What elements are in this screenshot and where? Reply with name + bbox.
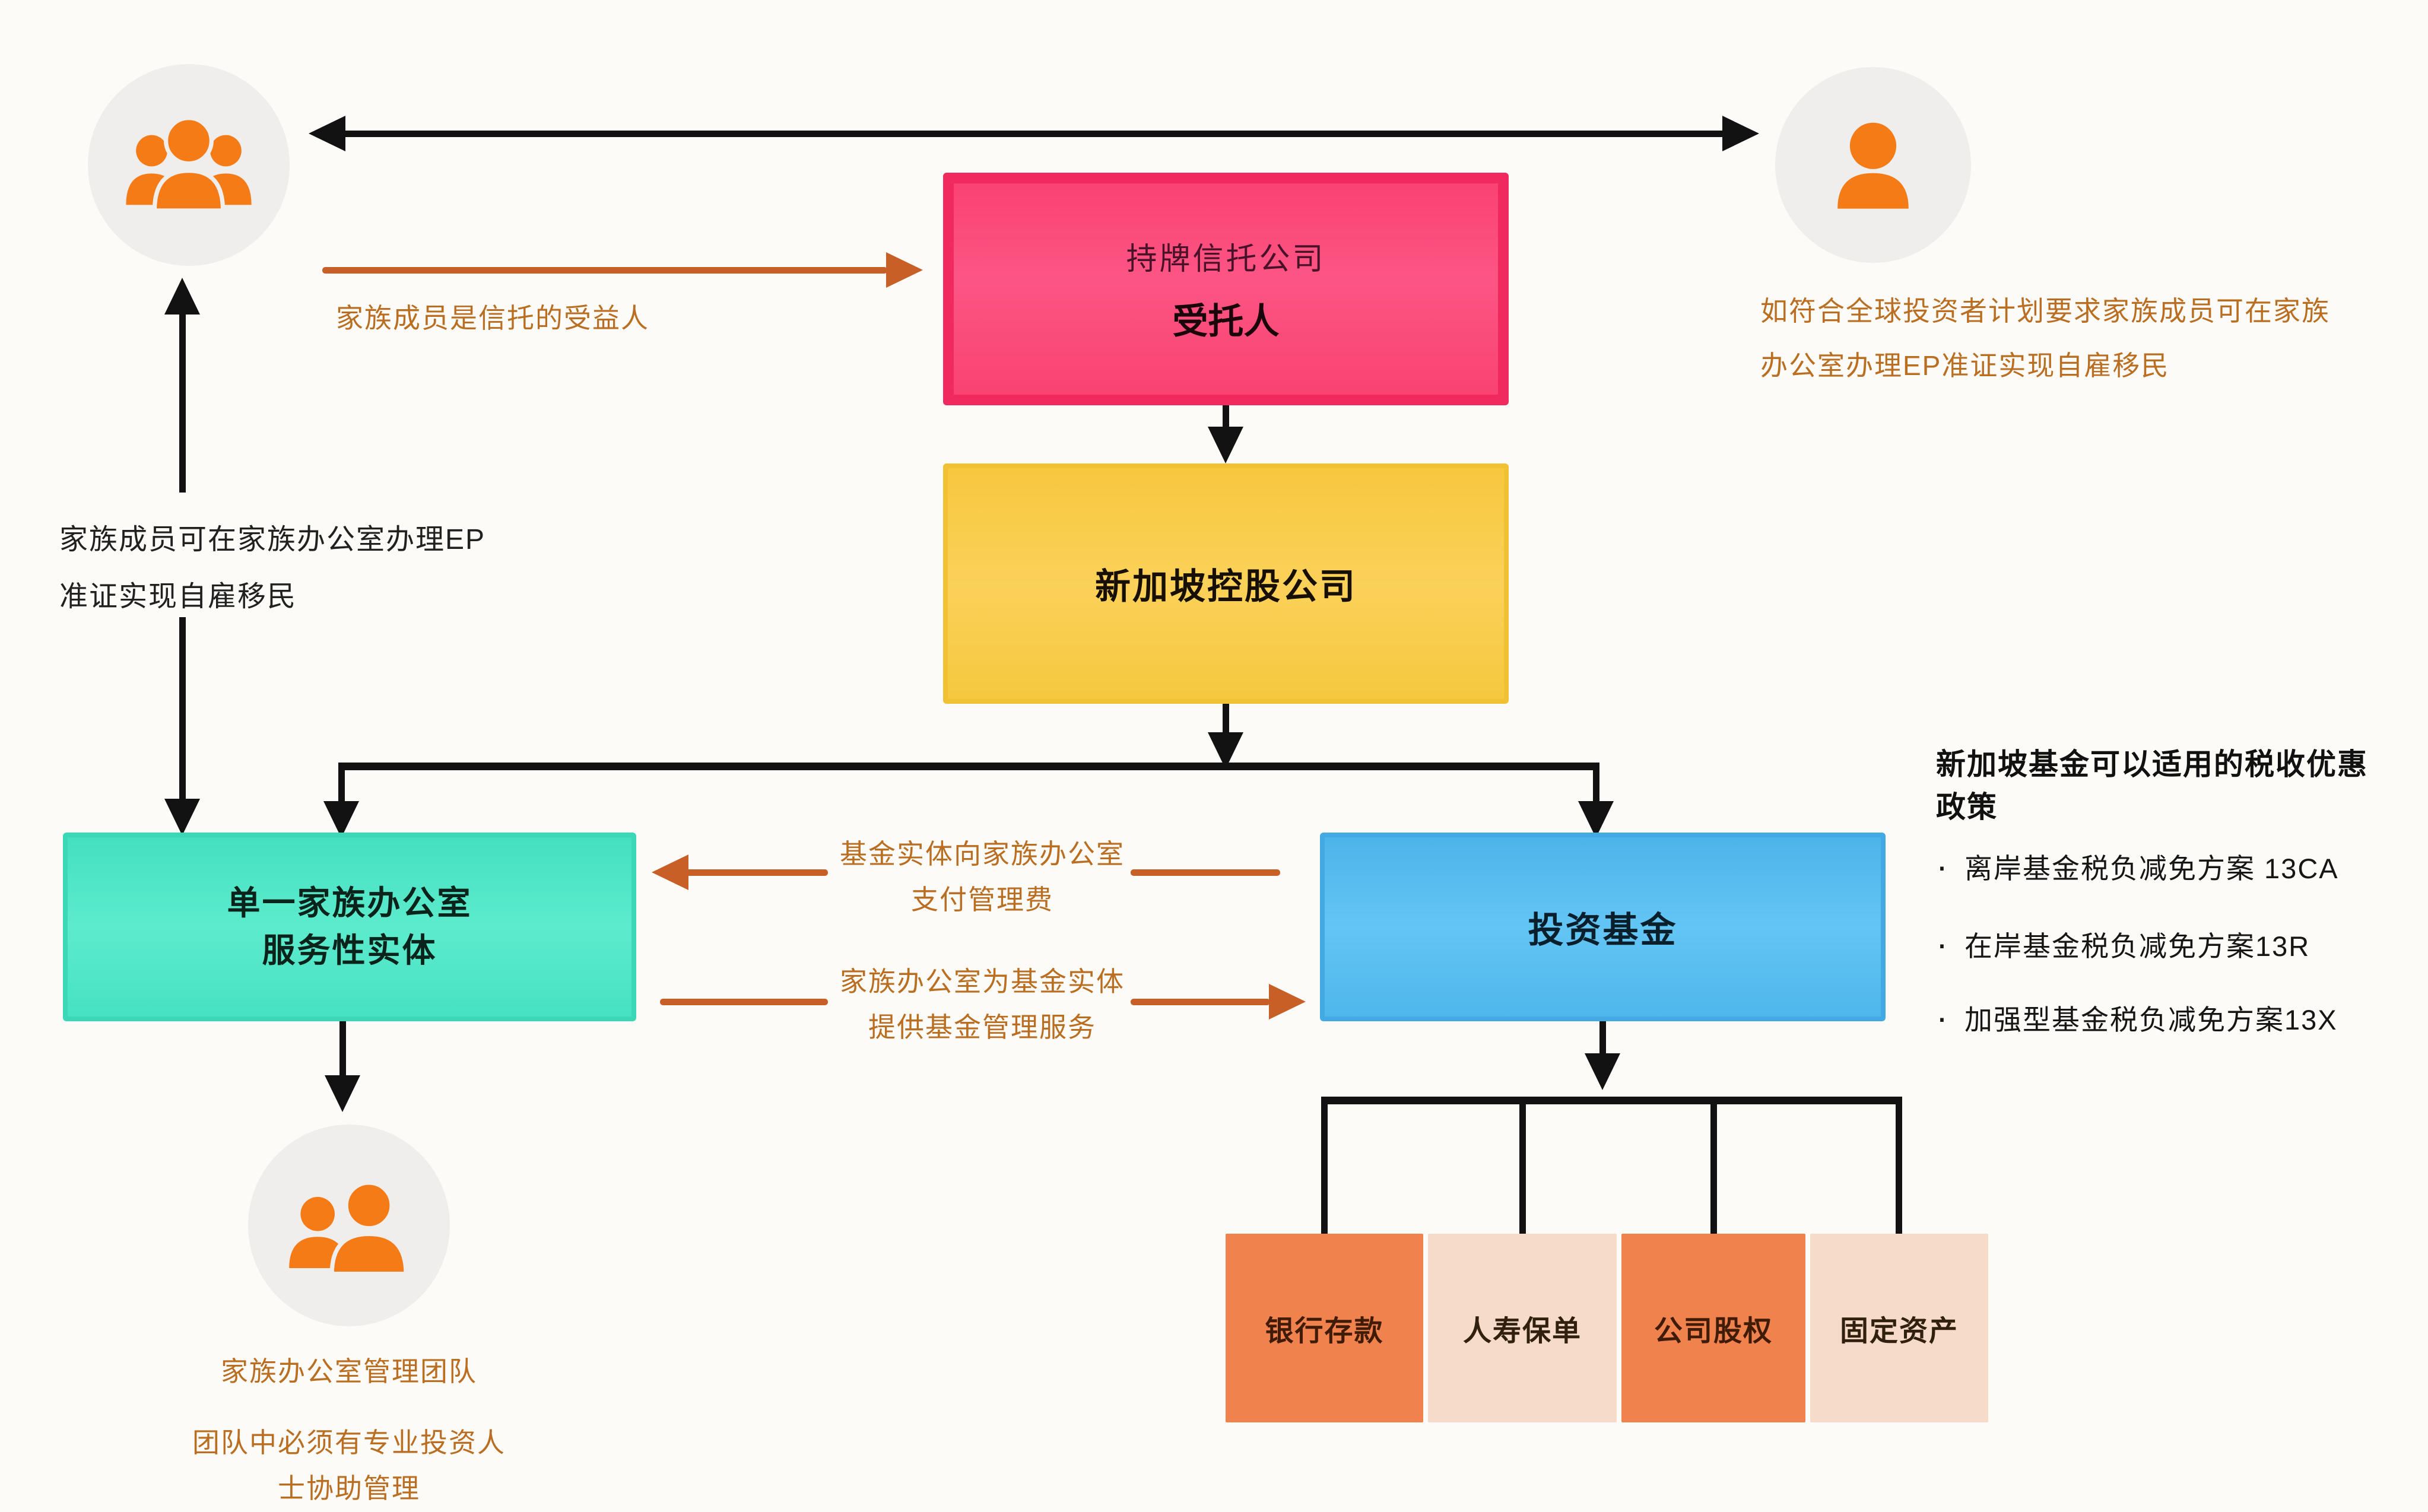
- team-note-line2: 士协助管理: [278, 1473, 420, 1504]
- tax-bullet-13r-text: 在岸基金税负减免方案13R: [1964, 930, 2310, 962]
- ep-note: 家族成员可在家族办公室办理EP 准证实现自雇移民: [59, 512, 558, 625]
- team-note-line1: 团队中必须有专业投资人: [192, 1427, 506, 1458]
- connector-fund-assets: [1599, 1021, 1606, 1056]
- trustee-title: 持牌信托公司: [1126, 242, 1326, 277]
- individual-avatar: [1775, 67, 1971, 263]
- bullet-dot: ·: [1936, 997, 1949, 1037]
- tax-bullet-13x-text: 加强型基金税负减免方案13X: [1964, 1004, 2338, 1035]
- fee-label-line1: 基金实体向家族办公室: [840, 838, 1125, 869]
- ep-note-line1: 家族成员可在家族办公室办理EP: [59, 524, 486, 555]
- connector-split-right: [1593, 767, 1599, 803]
- arrow-head-up-family: [164, 278, 200, 315]
- tax-panel-title: 新加坡基金可以适用的税收优惠 政策: [1936, 741, 2368, 826]
- connector-family-individual: [343, 131, 1724, 137]
- connector-trustee-holding: [1223, 405, 1229, 430]
- arrow-head-holding: [1208, 427, 1243, 463]
- node-life-insurance: 人寿保单: [1428, 1234, 1617, 1422]
- connector-split-horizontal: [338, 763, 1599, 770]
- gip-note-line1: 如符合全球投资者计划要求家族成员可在家族: [1760, 296, 2330, 326]
- node-investment-fund: 投资基金: [1320, 833, 1886, 1021]
- arrow-head-down-sfo: [164, 799, 200, 836]
- arrow-head-left: [309, 116, 345, 151]
- tax-bullet-13x: · 加强型基金税负减免方案13X: [1936, 997, 2338, 1038]
- node-singapore-holding-company: 新加坡控股公司: [943, 463, 1509, 704]
- fund-title: 投资基金: [1528, 910, 1678, 950]
- connector-split-left: [338, 767, 345, 803]
- connector-family-sfo-lower: [179, 617, 186, 802]
- team-label: 家族办公室管理团队: [221, 1356, 477, 1387]
- tax-title-line1: 新加坡基金可以适用的税收优惠: [1936, 748, 2368, 781]
- sfo-title-line2: 服务性实体: [262, 932, 437, 969]
- person-icon: [1837, 122, 1909, 209]
- trustee-role: 受托人: [1172, 301, 1280, 341]
- arrow-head-fund: [1578, 801, 1614, 838]
- arrow-head-beneficiary: [886, 252, 923, 288]
- connector-holding-split: [1223, 704, 1229, 735]
- connector-sfo-team: [339, 1021, 346, 1078]
- connector-asset-1: [1321, 1101, 1328, 1236]
- tax-bullet-13r: · 在岸基金税负减免方案13R: [1936, 923, 2310, 964]
- arrow-head-team: [325, 1075, 360, 1112]
- node-fixed-assets: 固定资产: [1810, 1234, 1988, 1422]
- holding-title: 新加坡控股公司: [1095, 567, 1357, 606]
- connector-family-sfo-upper: [179, 311, 186, 493]
- connector-assets-horizontal: [1321, 1097, 1902, 1104]
- people-pair-icon: [289, 1180, 408, 1276]
- node-company-equity: 公司股权: [1621, 1234, 1805, 1422]
- fee-label-line2: 支付管理费: [911, 884, 1053, 915]
- arrow-head-fee: [652, 855, 688, 890]
- connector-beneficiary: [322, 267, 887, 274]
- tax-bullet-13ca: · 离岸基金税负减免方案 13CA: [1936, 846, 2339, 887]
- arrow-head-right: [1722, 116, 1759, 151]
- node-single-family-office: 单一家族办公室 服务性实体: [63, 833, 636, 1021]
- connector-asset-3: [1710, 1101, 1717, 1236]
- tax-title-line2: 政策: [1936, 790, 1998, 824]
- bullet-dot: ·: [1936, 923, 1949, 964]
- sfo-title-line1: 单一家族办公室: [227, 884, 472, 922]
- arrow-head-service: [1269, 984, 1306, 1019]
- ep-note-line2: 准证实现自雇移民: [59, 581, 297, 612]
- node-bank-deposits: 银行存款: [1226, 1234, 1423, 1422]
- gip-note-line2: 办公室办理EP准证实现自雇移民: [1760, 350, 2170, 381]
- arrow-head-assets-junction: [1585, 1053, 1620, 1090]
- tax-bullet-13ca-text: 离岸基金税负减免方案 13CA: [1964, 853, 2339, 884]
- connector-asset-4: [1896, 1101, 1902, 1236]
- connector-fee-right: [1131, 869, 1280, 876]
- connector-fee-left: [685, 869, 828, 876]
- management-team-avatar: [248, 1125, 450, 1326]
- connector-asset-2: [1519, 1101, 1526, 1236]
- service-label-line2: 提供基金管理服务: [868, 1012, 1096, 1043]
- arrow-head-sfo: [323, 801, 359, 838]
- node-licensed-trust-company: 持牌信托公司 受托人: [943, 173, 1509, 405]
- people-group-icon: [126, 116, 252, 213]
- connector-service-left: [660, 999, 828, 1005]
- beneficiary-label: 家族成员是信托的受益人: [336, 303, 649, 333]
- service-label-line1: 家族办公室为基金实体: [840, 966, 1125, 997]
- family-members-avatar: [88, 64, 290, 266]
- gip-note: 如符合全球投资者计划要求家族成员可在家族 办公室办理EP准证实现自雇移民: [1760, 284, 2401, 393]
- connector-service-right: [1131, 999, 1270, 1005]
- bullet-dot: ·: [1936, 846, 1949, 886]
